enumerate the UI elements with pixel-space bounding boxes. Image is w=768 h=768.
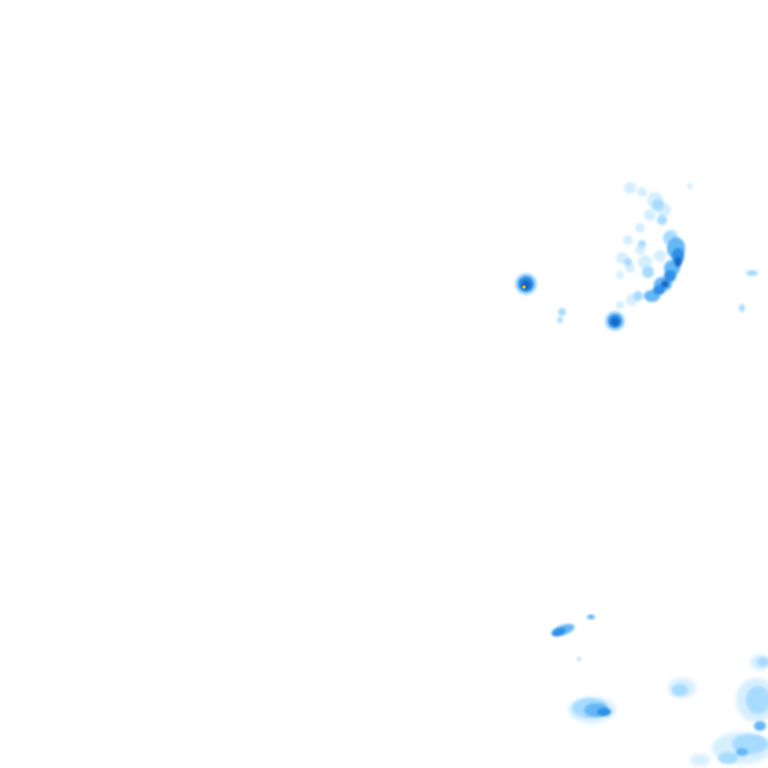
precip-streak-south [551,614,595,661]
precip-cell-central [605,311,625,331]
precip-cluster-northeast [616,182,758,312]
precip-cluster-south [568,697,616,723]
precip-area-southeast [668,654,768,766]
precip-cell-isolated-west [515,273,537,295]
precip-speckle-small [557,308,566,323]
